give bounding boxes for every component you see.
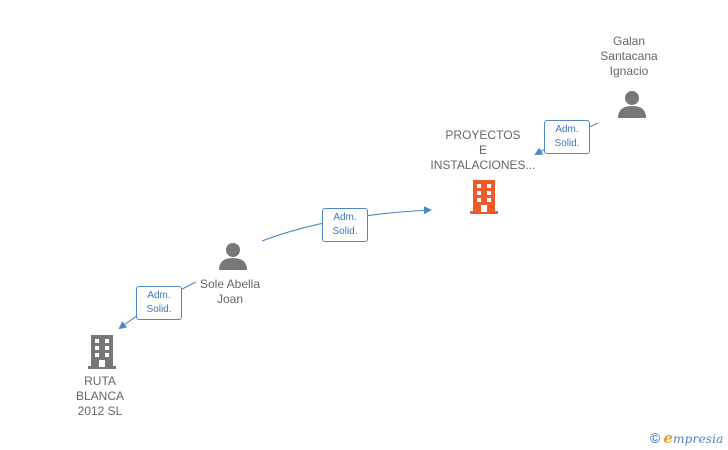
node-label-line: Sole Abella — [199, 277, 261, 291]
node-label-proyectos[interactable]: PROYECTOS E INSTALACIONES... — [418, 128, 548, 173]
node-label-line: Ignacio — [609, 64, 649, 78]
node-label-line: E — [478, 143, 487, 157]
brand-logo-rest: mpresia — [673, 432, 724, 446]
person-icon[interactable] — [617, 89, 647, 119]
edge-label-line: Solid. — [332, 226, 358, 237]
node-label-line: INSTALACIONES... — [430, 158, 536, 172]
edge-label-line: Solid. — [554, 138, 580, 149]
node-label-sole[interactable]: Sole Abella Joan — [165, 277, 295, 307]
node-label-line: Galan — [612, 34, 646, 48]
brand-logo[interactable]: empresia — [663, 429, 723, 447]
node-label-line: 2012 SL — [77, 404, 123, 418]
node-label-line: Santacana — [600, 49, 658, 63]
node-label-line: RUTA — [84, 374, 116, 388]
node-label-ruta[interactable]: RUTA BLANCA 2012 SL — [35, 374, 165, 419]
edge-label-line: Adm. — [147, 290, 171, 301]
building-icon[interactable] — [468, 180, 500, 214]
edge-label-line: Adm. — [333, 212, 357, 223]
edge-label-line: Adm. — [555, 124, 579, 135]
node-label-line: PROYECTOS — [445, 128, 521, 142]
node-label-line: BLANCA — [75, 389, 125, 403]
building-icon[interactable] — [86, 335, 118, 369]
node-label-galan[interactable]: Galan Santacana Ignacio — [564, 34, 694, 79]
person-icon[interactable] — [218, 241, 248, 271]
brand-logo-initial: e — [663, 429, 674, 447]
edge-label-sole-proyectos[interactable]: Adm. Solid. — [322, 208, 368, 242]
edge-label-line: Solid. — [146, 304, 172, 315]
copyright-icon: © — [650, 430, 661, 446]
edge-label-galan-proyectos[interactable]: Adm. Solid. — [544, 120, 590, 154]
brand-footer: © empresia — [650, 428, 724, 448]
edge-label-sole-ruta[interactable]: Adm. Solid. — [136, 286, 182, 320]
node-label-line: Joan — [216, 292, 244, 306]
